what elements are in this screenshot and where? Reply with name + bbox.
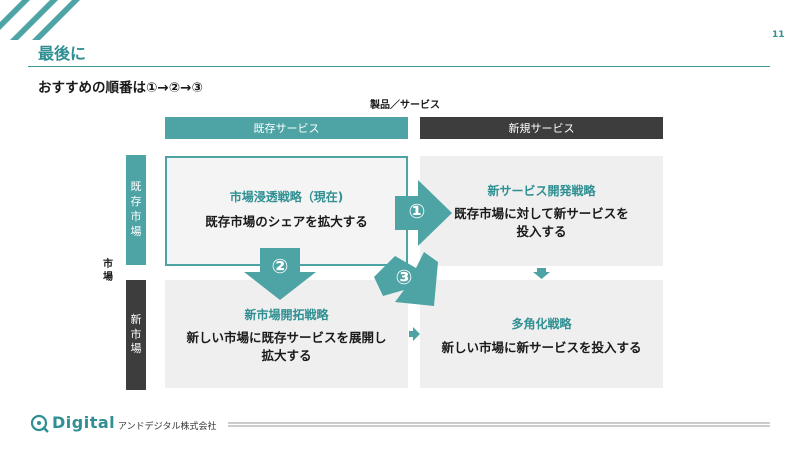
row-header-existing: 既存市場 — [126, 155, 146, 265]
cell-service-development: 新サービス開発戦略 既存市場に対して新サービスを 投入する — [420, 156, 663, 266]
title-divider — [28, 66, 770, 67]
subtitle: おすすめの順番は①→②→③ — [38, 80, 203, 96]
corner-stripes — [0, 0, 80, 40]
cell-market-penetration-title: 市場浸透戦略（現在) — [229, 190, 344, 204]
small-arrow-down — [533, 268, 550, 279]
cell-market-development-description: 新しい市場に既存サービスを展開し 拡大する — [186, 330, 387, 364]
column-header-existing: 既存サービス — [165, 117, 408, 139]
cell-diversification-description: 新しい市場に新サービスを投入する — [441, 340, 642, 355]
logo-icon — [30, 414, 49, 433]
company-name: アンドデジタル株式会社 — [118, 422, 217, 432]
left-axis-label: 市場 — [103, 259, 113, 283]
row-header-new-label: 新市場 — [130, 312, 142, 356]
cell-diversification-title: 多角化戦略 — [511, 317, 572, 331]
footer-divider — [228, 422, 770, 427]
cell-service-development-description: 既存市場に対して新サービスを 投入する — [454, 206, 629, 240]
cell-service-development-title: 新サービス開発戦略 — [487, 184, 596, 198]
page-title: 最後に — [38, 44, 87, 63]
column-header-new: 新規サービス — [420, 117, 663, 139]
logo-text: Digital — [52, 413, 116, 432]
cell-market-penetration-description: 既存市場のシェアを拡大する — [205, 214, 368, 229]
cell-market-development-title: 新市場開拓戦略 — [244, 308, 329, 322]
row-header-new: 新市場 — [126, 280, 146, 390]
cell-market-penetration: 市場浸透戦略（現在) 既存市場のシェアを拡大する — [165, 156, 408, 266]
row-header-existing-label: 既存市場 — [130, 180, 142, 238]
arrow-number-1: ① — [408, 199, 426, 223]
cell-market-development: 新市場開拓戦略 新しい市場に既存サービスを展開し 拡大する — [165, 280, 408, 388]
cell-diversification: 多角化戦略 新しい市場に新サービスを投入する — [420, 280, 663, 388]
page-number: 11 — [772, 30, 785, 40]
arrow-number-2: ② — [271, 254, 289, 278]
small-arrow-right — [409, 327, 420, 341]
top-axis-label: 製品／サービス — [370, 100, 440, 111]
arrow-number-3: ③ — [395, 265, 413, 289]
